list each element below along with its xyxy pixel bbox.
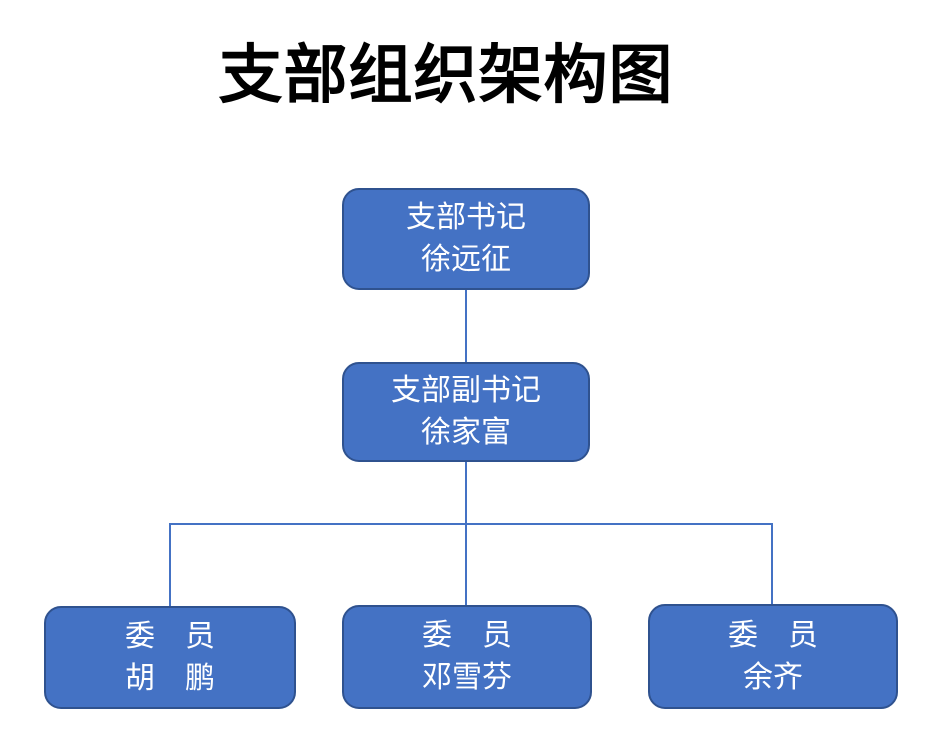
node-name: 余齐 xyxy=(743,659,803,695)
node-name: 徐远征 xyxy=(421,242,511,277)
connector-branch-horizontal xyxy=(169,523,773,525)
connector-secretary-to-deputy xyxy=(465,290,467,362)
node-name: 胡 鹏 xyxy=(125,660,215,696)
node-role: 支部书记 xyxy=(406,200,526,235)
org-node-deputy-secretary: 支部副书记 徐家富 xyxy=(342,362,590,462)
node-role: 委 员 xyxy=(125,618,215,654)
node-name: 邓雪芬 xyxy=(422,660,512,695)
org-node-secretary: 支部书记 徐远征 xyxy=(342,188,590,290)
org-node-member-2: 委 员 邓雪芬 xyxy=(342,605,592,709)
connector-branch-to-member-3 xyxy=(771,523,773,604)
node-role: 委 员 xyxy=(422,618,512,653)
connector-branch-to-member-1 xyxy=(169,523,171,606)
node-name: 徐家富 xyxy=(421,415,511,450)
org-node-member-1: 委 员 胡 鹏 xyxy=(44,606,296,709)
node-role: 支部副书记 xyxy=(391,373,541,408)
org-node-member-3: 委 员 余齐 xyxy=(648,604,898,709)
page-title: 支部组织架构图 xyxy=(218,38,674,113)
connector-deputy-to-member-2 xyxy=(465,462,467,605)
node-role: 委 员 xyxy=(728,617,818,653)
